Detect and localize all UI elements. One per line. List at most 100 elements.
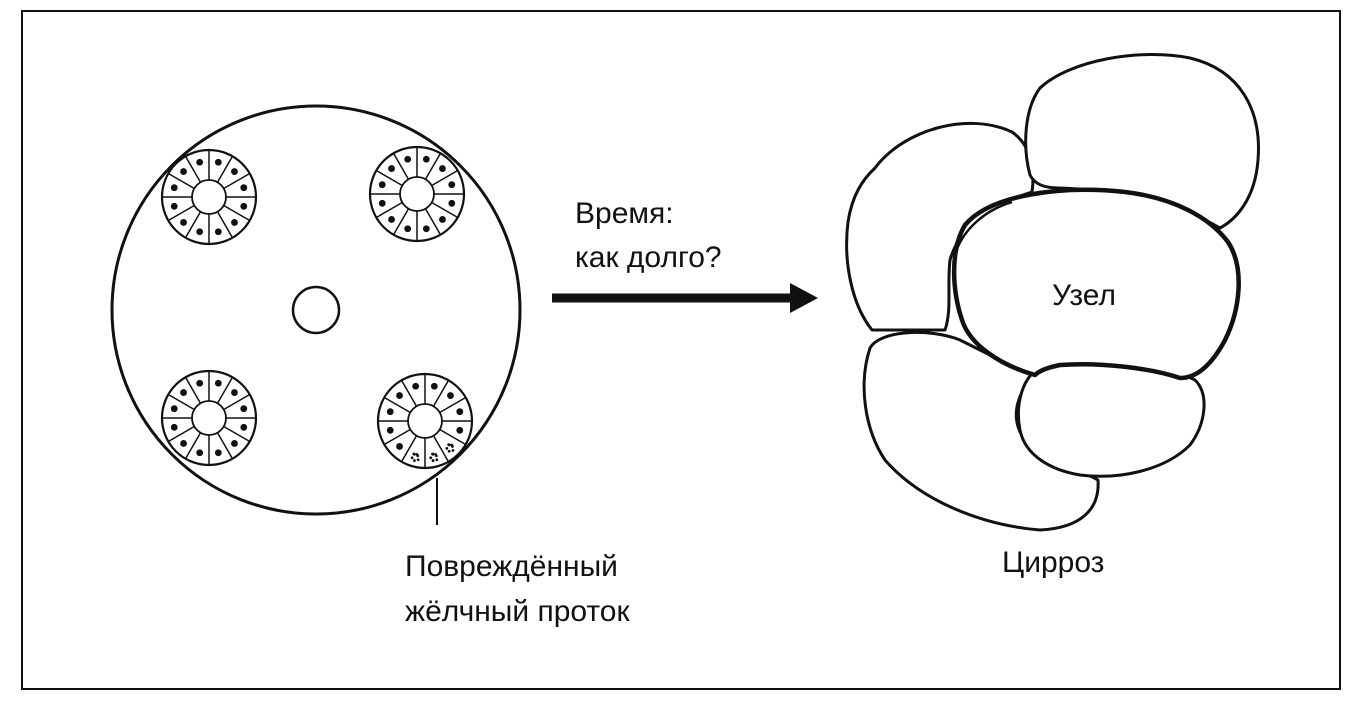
cell-nucleus [448, 199, 456, 207]
cell-nucleus [430, 382, 438, 390]
bile-duct-damaged [376, 372, 474, 470]
cell-wall [431, 201, 459, 219]
cell-nucleus [386, 408, 394, 416]
cell-wall [424, 208, 442, 236]
cell-wall [216, 155, 234, 183]
cell-nucleus [439, 165, 446, 172]
cell-wall [432, 379, 450, 407]
cell-wall [184, 211, 202, 239]
cirrhosis-label: Цирроз [1002, 546, 1104, 579]
cell-nucleus [196, 449, 204, 457]
cell-nucleus [422, 155, 430, 163]
cell-nucleus [170, 202, 178, 210]
bile-duct-top-right [368, 145, 466, 243]
nodule-top-right [1024, 53, 1260, 230]
cell-nucleus [404, 155, 412, 163]
damaged-cell-stipple [429, 452, 439, 462]
cell-wall [432, 435, 450, 463]
cell-nucleus [231, 440, 238, 447]
cell-wall [375, 201, 403, 219]
cell-wall [223, 204, 251, 222]
nodule-upper-left [845, 121, 1035, 332]
cell-wall [439, 428, 467, 446]
cell-nucleus [378, 199, 386, 207]
cell-nucleus [240, 202, 248, 210]
cell-nucleus [170, 405, 178, 413]
cell-wall [431, 169, 459, 187]
cell-nucleus [412, 382, 420, 390]
bile-duct-bottom-left [160, 369, 258, 467]
duct-lumen [191, 400, 227, 436]
cell-wall [383, 396, 411, 414]
duct-lumen [407, 403, 443, 439]
nodule-center-inner-ring [953, 200, 1013, 256]
damaged-cell-stipple [410, 452, 420, 462]
cell-nucleus [214, 158, 222, 166]
cell-wall [392, 152, 410, 180]
lobule-outline [110, 104, 522, 516]
cell-wall [167, 393, 195, 411]
cell-wall [400, 435, 418, 463]
nodule-center [951, 187, 1241, 381]
cell-nucleus [386, 426, 394, 434]
cell-nucleus [456, 408, 464, 416]
duct-lumen [399, 176, 435, 212]
cell-nucleus [456, 426, 464, 434]
cell-wall [424, 152, 442, 180]
cell-nucleus [388, 165, 395, 172]
cell-nucleus [240, 405, 248, 413]
cell-nucleus [214, 379, 222, 387]
cell-wall [223, 425, 251, 443]
cell-nucleus [404, 225, 412, 233]
time-label-line1: Время: [575, 197, 674, 230]
cell-nucleus [170, 423, 178, 431]
cell-wall [383, 428, 411, 446]
cell-nucleus [214, 228, 222, 236]
damaged-duct-label-line1: Повреждённый [405, 550, 618, 583]
cell-nucleus [447, 392, 454, 399]
cell-nucleus [396, 443, 403, 450]
bile-duct-top-left [160, 148, 258, 246]
time-label-line2: как долго? [575, 241, 722, 274]
cell-nucleus [422, 225, 430, 233]
cell-wall [167, 172, 195, 190]
cell-wall [184, 432, 202, 460]
cell-wall [184, 376, 202, 404]
cell-wall [223, 393, 251, 411]
cell-wall [184, 155, 202, 183]
cell-nucleus [196, 228, 204, 236]
cell-nucleus [180, 168, 187, 175]
cell-nucleus [240, 423, 248, 431]
cell-wall [216, 376, 234, 404]
cell-nucleus [448, 181, 456, 189]
liver-lobule [110, 104, 522, 525]
central-vein [291, 285, 341, 335]
cell-wall [392, 208, 410, 236]
figure-frame [21, 10, 1341, 690]
cell-nucleus [240, 184, 248, 192]
nodule-label: Узел [1052, 279, 1116, 312]
cell-nucleus [231, 219, 238, 226]
cell-nucleus [170, 184, 178, 192]
cell-nucleus [378, 181, 386, 189]
cell-nucleus [396, 392, 403, 399]
cell-wall [375, 169, 403, 187]
cell-wall [400, 379, 418, 407]
cell-nucleus [388, 216, 395, 223]
cell-wall [167, 204, 195, 222]
duct-lumen [191, 179, 227, 215]
cell-nucleus [231, 168, 238, 175]
cell-nucleus [214, 449, 222, 457]
cell-nucleus [180, 440, 187, 447]
cell-nucleus [180, 389, 187, 396]
cirrhotic-liver [845, 53, 1260, 532]
cell-nucleus [439, 216, 446, 223]
time-arrow [552, 283, 818, 313]
cell-wall [167, 425, 195, 443]
cell-wall [223, 172, 251, 190]
cell-nucleus [231, 389, 238, 396]
cell-nucleus [180, 219, 187, 226]
cell-nucleus [196, 379, 204, 387]
cell-wall [216, 211, 234, 239]
